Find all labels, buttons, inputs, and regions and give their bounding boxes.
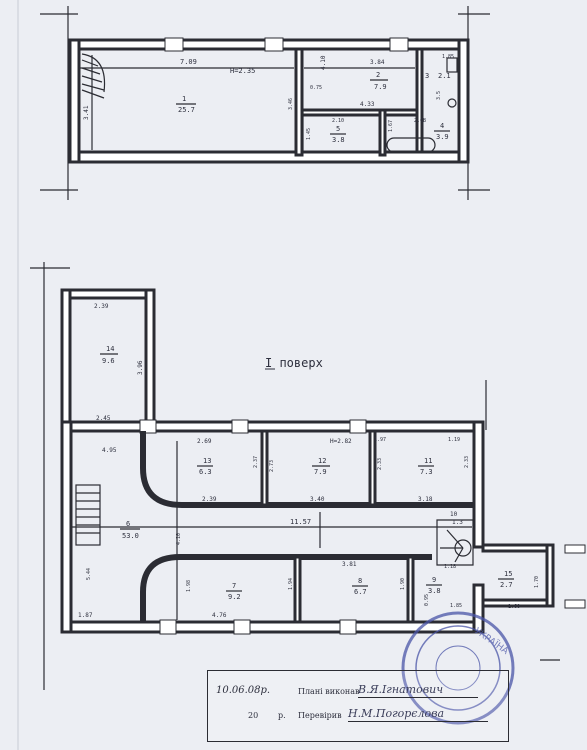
svg-text:14: 14 (106, 345, 114, 353)
svg-text:10: 10 (450, 511, 458, 518)
svg-text:6.3: 6.3 (199, 468, 212, 476)
svg-text:7.9: 7.9 (374, 83, 387, 91)
svg-text:2.69: 2.69 (197, 438, 212, 445)
signature-date: 10.06.08р. (216, 685, 271, 696)
svg-text:1.45: 1.45 (306, 128, 312, 140)
signature-line2-label: Перевірив (298, 711, 342, 720)
svg-text:53.0: 53.0 (122, 532, 139, 540)
svg-text:1.60: 1.60 (508, 604, 520, 610)
svg-text:6.7: 6.7 (354, 588, 367, 596)
signature-line2-name: Н.М.Погорєлова (348, 707, 445, 720)
svg-text:7.09: 7.09 (180, 58, 197, 66)
svg-text:5: 5 (336, 125, 340, 133)
lower-north-wall (60, 420, 484, 433)
svg-text:11.57: 11.57 (290, 518, 311, 526)
svg-text:1.85: 1.85 (450, 603, 462, 609)
svg-text:4.10: 4.10 (176, 533, 182, 545)
svg-text:1.90: 1.90 (400, 578, 406, 590)
lower-stair (75, 484, 101, 546)
svg-text:4.33: 4.33 (360, 101, 375, 108)
svg-text:1.87: 1.87 (78, 612, 93, 619)
svg-text:H=2.82: H=2.82 (330, 438, 352, 445)
svg-text:25.7: 25.7 (178, 106, 195, 114)
floor-label: I поверх (265, 356, 323, 370)
svg-text:1.18: 1.18 (444, 564, 456, 570)
svg-text:2.45: 2.45 (96, 415, 111, 422)
svg-text:8: 8 (358, 577, 362, 585)
svg-text:1.97: 1.97 (374, 437, 386, 443)
svg-text:4.95: 4.95 (102, 447, 117, 454)
svg-text:H=2.35: H=2.35 (230, 67, 255, 75)
lower-plan: 2.39 3.96 14 9.6 2.45 I поверх 4.95 2.69… (30, 262, 586, 690)
svg-text:3.9: 3.9 (436, 133, 449, 141)
svg-text:3: 3 (425, 72, 429, 80)
svg-text:2.37: 2.37 (253, 456, 259, 468)
svg-text:3.41: 3.41 (83, 105, 90, 120)
upper-plan: 7.09 H=2.35 3.41 1 25.7 3.84 4.10 0.75 2… (40, 6, 490, 200)
bathtub (386, 137, 436, 153)
svg-text:2.33: 2.33 (377, 458, 383, 470)
upper-stair (81, 53, 106, 99)
signature-line1-name: В.Я.Ігнатович (358, 683, 444, 696)
svg-text:3.96: 3.96 (137, 360, 144, 375)
svg-text:2.1: 2.1 (438, 72, 451, 80)
svg-text:2.68: 2.68 (414, 118, 426, 124)
svg-text:3.81: 3.81 (342, 561, 357, 568)
svg-text:0.95: 0.95 (424, 594, 430, 606)
svg-text:0.75: 0.75 (310, 85, 322, 91)
svg-text:1.85: 1.85 (442, 54, 454, 60)
svg-text:1.19: 1.19 (448, 437, 460, 443)
svg-text:3.8: 3.8 (332, 136, 345, 144)
svg-text:4: 4 (440, 122, 444, 130)
lower-west-wall (60, 420, 73, 634)
svg-text:2.10: 2.10 (332, 118, 344, 124)
svg-text:7.3: 7.3 (420, 468, 433, 476)
svg-text:9: 9 (432, 576, 436, 584)
svg-text:7: 7 (232, 582, 236, 590)
svg-text:1.70: 1.70 (534, 576, 540, 588)
upper-west-wall (68, 38, 81, 164)
svg-text:13: 13 (203, 457, 211, 465)
svg-text:3.40: 3.40 (310, 496, 325, 503)
svg-text:3.18: 3.18 (418, 496, 433, 503)
upper-east-wall (457, 38, 470, 164)
svg-text:2.39: 2.39 (202, 496, 217, 503)
svg-text:7.9: 7.9 (314, 468, 327, 476)
svg-text:15: 15 (504, 570, 512, 578)
signature-line1-label: Плані виконав (298, 687, 360, 696)
svg-text:2.73: 2.73 (269, 460, 275, 472)
svg-text:3.8: 3.8 (428, 587, 441, 595)
svg-text:2.33: 2.33 (464, 456, 470, 468)
svg-text:9.2: 9.2 (228, 593, 241, 601)
svg-text:5.44: 5.44 (86, 568, 92, 580)
svg-text:1.94: 1.94 (288, 578, 294, 590)
signature-block: 10.06.08р. Плані виконав В.Я.Ігнатович 2… (207, 670, 509, 742)
svg-text:9.6: 9.6 (102, 357, 115, 365)
svg-text:1.98: 1.98 (186, 580, 192, 592)
signature-line2-suffix: р. (278, 711, 286, 720)
svg-text:6: 6 (126, 520, 130, 528)
svg-text:12: 12 (318, 457, 326, 465)
svg-text:3.46: 3.46 (288, 98, 294, 110)
svg-text:4.10: 4.10 (320, 55, 327, 70)
lower-spiral-stair (436, 519, 474, 566)
svg-text:1.67: 1.67 (388, 120, 394, 132)
svg-text:1.3: 1.3 (452, 519, 463, 526)
signature-line2-prefix: 20 (248, 711, 259, 720)
svg-text:2: 2 (376, 71, 380, 79)
svg-text:4.76: 4.76 (212, 612, 227, 619)
svg-text:3.84: 3.84 (370, 59, 385, 66)
svg-text:2.39: 2.39 (94, 303, 109, 310)
svg-text:3.5: 3.5 (436, 91, 442, 100)
svg-text:2.7: 2.7 (500, 581, 513, 589)
upper-south-wall (68, 150, 470, 164)
svg-text:1: 1 (182, 95, 186, 103)
svg-text:11: 11 (424, 457, 432, 465)
